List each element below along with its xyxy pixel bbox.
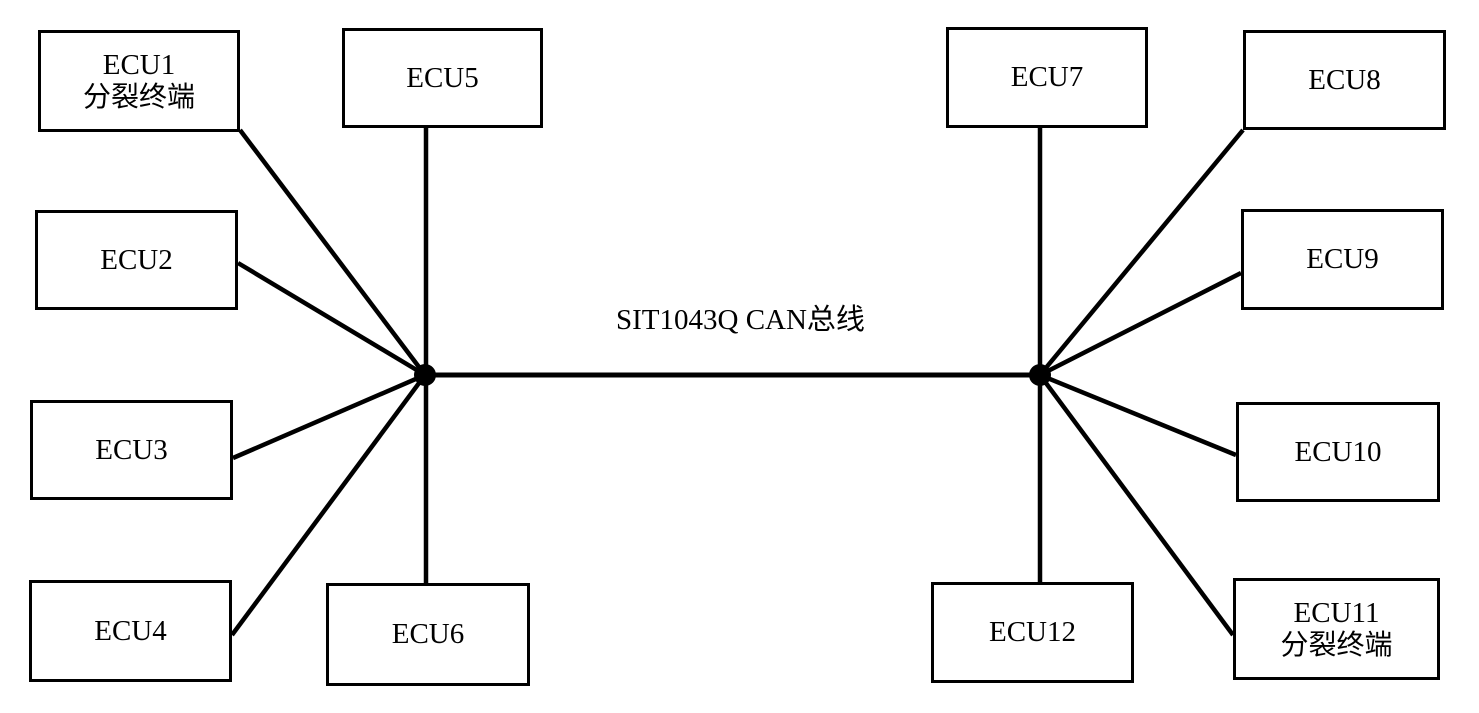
ecu-node-ecu4[interactable]: ECU4	[29, 580, 232, 682]
ecu-node-sublabel: 分裂终端	[1280, 629, 1393, 661]
ecu-node-label: ECU8	[1308, 63, 1381, 96]
link-ecu10-to-right-hub	[1039, 372, 1237, 458]
ecu-node-ecu5[interactable]: ECU5	[342, 28, 543, 128]
link-ecu9-to-right-hub	[1038, 270, 1243, 378]
ecu-node-label: ECU1	[102, 49, 176, 82]
link-ecu2-to-left-hub	[236, 261, 427, 377]
ecu-node-ecu8[interactable]: ECU8	[1243, 30, 1446, 130]
link-ecu8-to-right-hub	[1038, 128, 1245, 377]
ecu-node-label: ECU6	[391, 618, 465, 651]
link-ecu3-to-left-hub	[232, 372, 426, 461]
ecu-node-ecu7[interactable]: ECU7	[946, 27, 1148, 128]
ecu-node-ecu9[interactable]: ECU9	[1241, 209, 1444, 310]
ecu-node-label: ECU12	[989, 616, 1076, 649]
ecu-node-ecu3[interactable]: ECU3	[30, 400, 233, 500]
ecu-node-label: ECU4	[94, 614, 167, 647]
ecu-node-label: ECU3	[95, 433, 168, 466]
link-ecu11-to-right-hub	[1038, 373, 1235, 637]
left-hub-junction-dot	[414, 364, 436, 386]
ecu-node-sublabel: 分裂终端	[82, 81, 195, 113]
ecu-node-label: ECU9	[1306, 243, 1379, 276]
ecu-node-ecu10[interactable]: ECU10	[1236, 402, 1440, 502]
ecu-node-label: ECU7	[1010, 61, 1084, 94]
ecu-node-label: ECU10	[1294, 435, 1382, 468]
right-hub-junction-dot	[1029, 364, 1051, 386]
ecu-node-label: ECU5	[406, 61, 479, 94]
ecu-node-label: ECU2	[100, 243, 173, 276]
ecu-node-ecu2[interactable]: ECU2	[35, 210, 238, 310]
ecu-node-ecu12[interactable]: ECU12	[931, 582, 1134, 683]
ecu-node-ecu6[interactable]: ECU6	[326, 583, 530, 686]
link-ecu1-to-left-hub	[238, 128, 427, 377]
link-ecu4-to-left-hub	[230, 373, 427, 637]
ecu-node-label: ECU11	[1293, 597, 1380, 630]
bus-label: SIT1043Q CAN总线	[612, 296, 869, 338]
